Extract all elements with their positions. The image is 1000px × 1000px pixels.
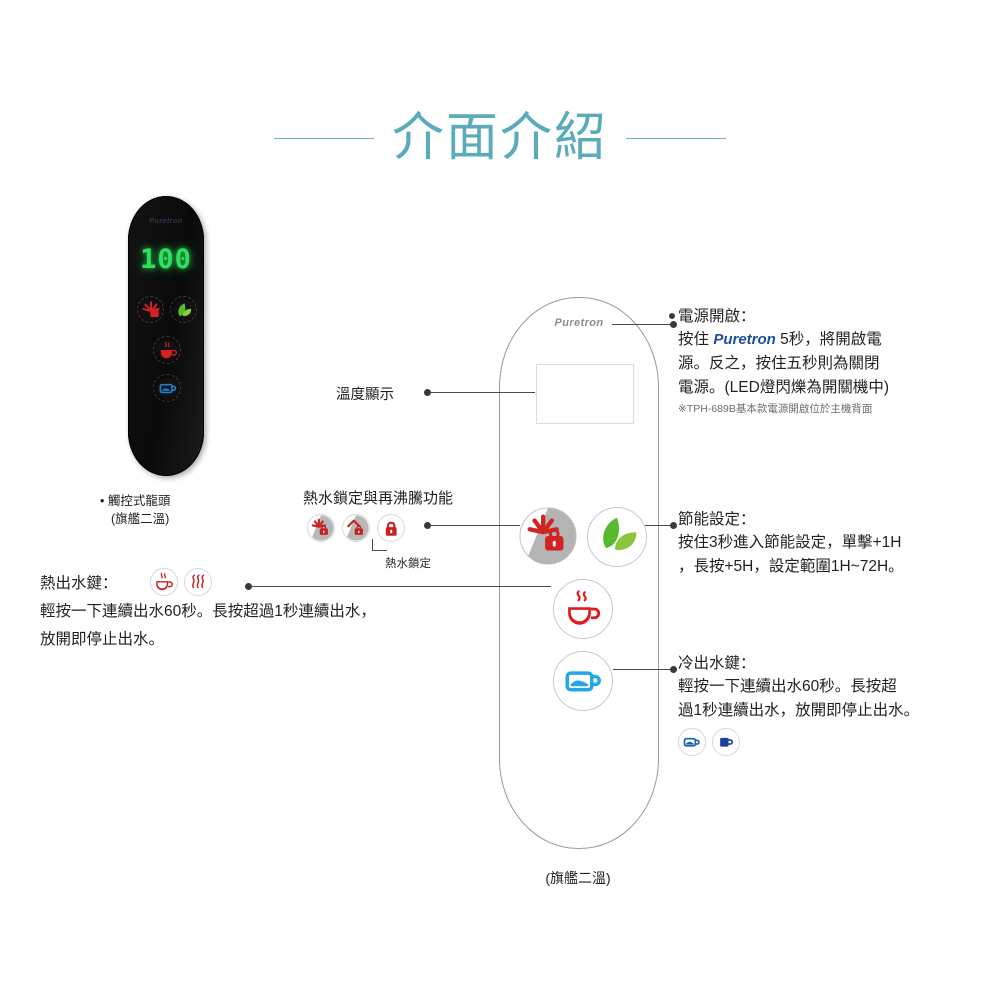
- callout-power-line1-before: 按住: [678, 331, 714, 349]
- hot-cup-icon-wrap[interactable]: [149, 568, 178, 596]
- hot-lock-sub-label: 熱水鎖定: [385, 558, 431, 570]
- callout-cold-line1: 輕按一下連續出水60秒。長按超: [678, 678, 897, 696]
- hot-icon-row: [149, 568, 212, 596]
- blue-cup-icon: [156, 377, 178, 399]
- black-panel-logo: Puretron: [149, 218, 183, 225]
- burst-lock-icon: [308, 514, 334, 541]
- callout-hot-line1: 輕按一下連續出水60秒。長按超過1秒連續出水，: [40, 603, 376, 620]
- black-eco-button[interactable]: [170, 296, 197, 323]
- callout-hot: 熱出水鍵：: [40, 568, 470, 652]
- cold-mug-side-icon-wrap: [678, 728, 706, 757]
- hot-lock-title: 熱水鎖定與再沸騰功能: [303, 490, 454, 507]
- title-rule-right: [626, 137, 726, 139]
- black-control-panel: Puretron 100: [128, 196, 204, 476]
- temperature-display-label: 溫度顯示: [336, 387, 394, 403]
- leader-dot-eco: [670, 522, 677, 529]
- faucet-caption-line1: • 觸控式龍頭: [100, 494, 171, 508]
- lock-only-icon-wrap[interactable]: [377, 513, 405, 542]
- leader-power: [612, 324, 674, 325]
- burst-lock-icon: [140, 299, 161, 320]
- leader-dot-power: [670, 321, 677, 328]
- leaves-icon: [173, 299, 194, 320]
- preheat-lock-icon-wrap[interactable]: [342, 513, 370, 542]
- black-panel-led-display: 100: [140, 244, 192, 275]
- callout-power-line2: 源。反之，按住五秒則為關閉: [678, 355, 880, 373]
- leader-lock-sub-h: [372, 550, 387, 551]
- leader-eco: [645, 525, 674, 526]
- cold-icon-row: [678, 728, 990, 757]
- blue-cup-icon: [565, 671, 601, 692]
- brand-puretron: Puretron: [713, 331, 776, 349]
- steam-waves-icon: [191, 574, 204, 589]
- red-cup-icon: [568, 590, 601, 625]
- panel-cold-water-button[interactable]: [553, 651, 613, 711]
- cold-mug-filled-icon-wrap: [712, 728, 740, 757]
- callout-power-heading: 電源開啟：: [678, 308, 756, 325]
- hot-lock-icon-row: [307, 513, 513, 542]
- callout-hot-heading: 熱出水鍵：: [40, 575, 118, 592]
- black-lock-reboil-button[interactable]: [137, 296, 164, 323]
- leader-dot-lock: [424, 522, 431, 529]
- burst-lock-icon: [519, 507, 577, 565]
- white-panel-caption: (旗艦二溫): [545, 870, 611, 886]
- white-panel-logo: Puretron: [554, 317, 604, 329]
- hot-lock-group: 熱水鎖定與再沸騰功能: [303, 489, 513, 570]
- red-cup-icon: [156, 339, 178, 361]
- callout-cold-line2: 過1秒連續出水，放開即停止出水。: [678, 702, 920, 720]
- faucet-caption-line2: (旗艦二溫): [111, 512, 170, 527]
- panel-lock-reboil-button[interactable]: [519, 507, 577, 565]
- callout-power-line1-after: 5秒，將開啟電: [775, 331, 882, 349]
- black-hot-water-button[interactable]: [153, 336, 181, 364]
- lock-icon: [378, 514, 404, 541]
- callout-hot-head-row: 熱出水鍵：: [40, 568, 470, 596]
- leader-dot-cold: [670, 666, 677, 673]
- callout-power-line1: 按住 Puretron 5秒，將開啟電: [678, 328, 990, 352]
- callout-eco: 節能設定： 按住3秒進入節能設定，單擊+1H ，長按+5H，設定範圍1H~72H…: [678, 508, 990, 579]
- leader-temp: [430, 392, 535, 393]
- leader-hot: [251, 586, 551, 587]
- hot-steam-icon-wrap[interactable]: [183, 568, 212, 596]
- callout-eco-line2: ，長按+5H，設定範圍1H~72H。: [678, 558, 904, 576]
- callout-hot-line2: 放開即停止出水。: [40, 631, 165, 649]
- leader-dot-hot: [245, 583, 252, 590]
- title-rule-left: [273, 137, 374, 139]
- callout-power: 電源開啟： 按住 Puretron 5秒，將開啟電 源。反之，按住五秒則為關閉 …: [678, 305, 990, 418]
- callout-eco-heading: 節能設定：: [678, 511, 756, 528]
- leader-lock: [430, 525, 520, 526]
- callout-power-line3: 電源。(LED燈閃爍為開關機中): [678, 379, 889, 397]
- chevron-lock-icon: [343, 514, 369, 541]
- leader-dot-temp: [424, 389, 431, 396]
- callout-eco-line1: 按住3秒進入節能設定，單擊+1H: [678, 534, 902, 552]
- panel-hot-water-button[interactable]: [553, 579, 613, 639]
- faucet-caption: • 觸控式龍頭 (旗艦二溫): [100, 492, 290, 528]
- leader-lock-sub-v: [372, 539, 373, 550]
- black-cold-water-button[interactable]: [153, 374, 181, 402]
- white-control-panel: Puretron: [499, 297, 659, 849]
- reboil-lock-icon-wrap[interactable]: [307, 513, 335, 542]
- callout-power-bullet: [669, 309, 680, 327]
- callout-cold: 冷出水鍵： 輕按一下連續出水60秒。長按超 過1秒連續出水，放開即停止出水。: [678, 652, 990, 757]
- panel-eco-button[interactable]: [587, 507, 647, 567]
- red-cup-icon: [155, 572, 173, 591]
- temperature-display-area: [536, 364, 634, 424]
- callout-cold-heading: 冷出水鍵：: [678, 655, 756, 672]
- page-title: 介面介紹: [0, 112, 1000, 164]
- blue-cup-icon: [683, 738, 700, 747]
- leaves-icon: [603, 517, 637, 551]
- page-title-text: 介面介紹: [391, 108, 608, 168]
- blue-filled-cup-icon: [720, 738, 734, 747]
- callout-power-note: ※TPH-689B基本款電源開啟位於主機背面: [678, 403, 873, 416]
- leader-cold: [613, 669, 674, 670]
